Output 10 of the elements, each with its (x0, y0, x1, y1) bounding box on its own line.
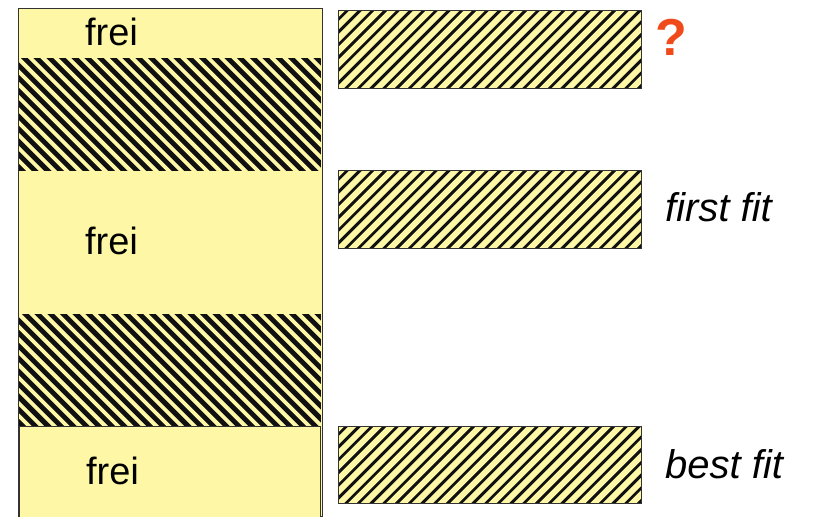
request-block (338, 10, 642, 89)
strategy-label: best fit (665, 443, 783, 488)
occupied-segment (19, 58, 321, 171)
question-mark: ? (655, 8, 687, 68)
request-block (338, 426, 642, 504)
strategy-label: first fit (665, 186, 772, 231)
request-block (338, 170, 642, 249)
free-segment: frei (19, 426, 321, 517)
memory-column (18, 8, 323, 517)
occupied-segment (19, 314, 321, 426)
